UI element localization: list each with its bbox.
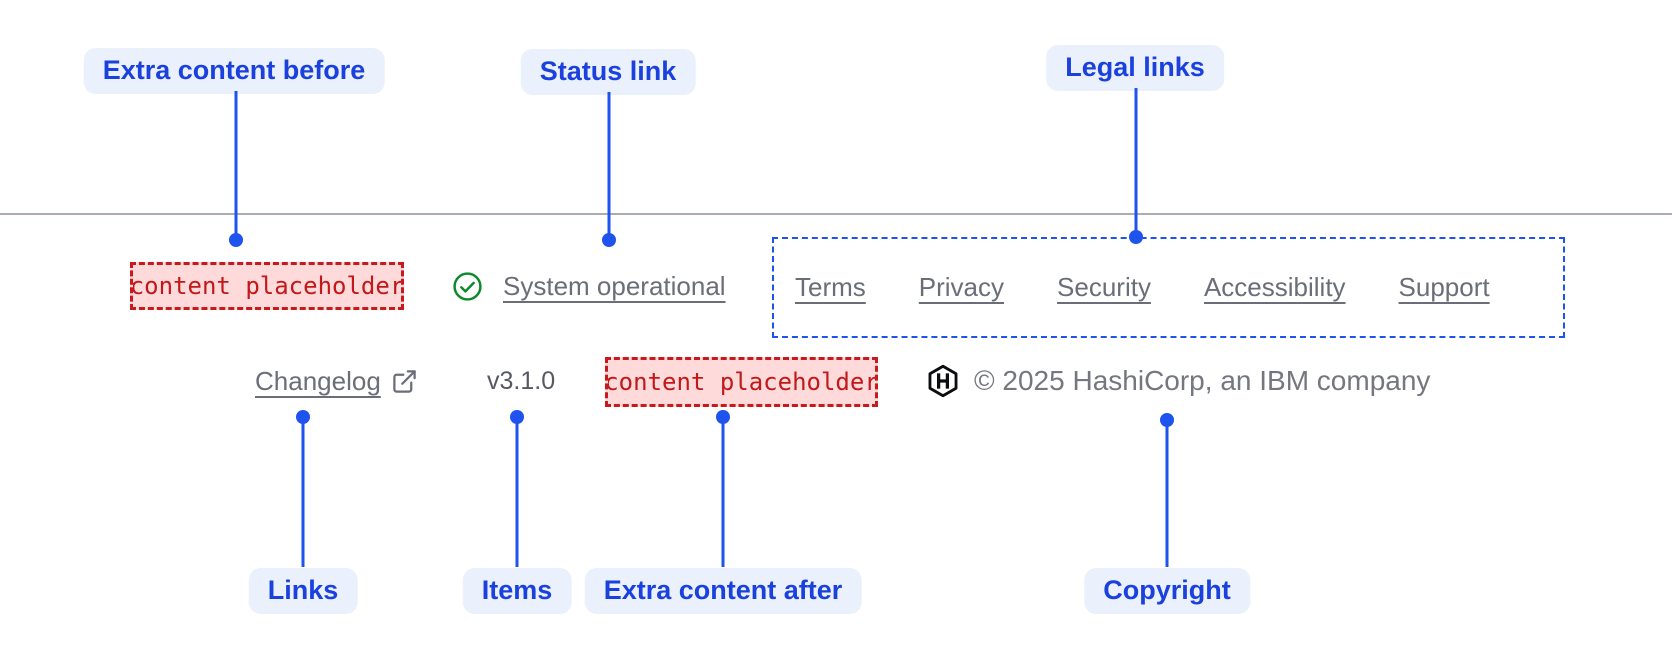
annotation-connector-extra-content-after — [721, 417, 725, 567]
legal-link-terms[interactable]: Terms — [795, 272, 866, 302]
annotation-connector-status-link — [607, 92, 611, 239]
annotation-label-links: Links — [248, 568, 358, 614]
annotation-connector-copyright — [1165, 420, 1169, 567]
annotation-connector-extra-content-before — [234, 91, 238, 239]
changelog-link[interactable]: Changelog — [255, 357, 418, 405]
status-link-label: System operational — [503, 270, 726, 301]
extra-content-before-placeholder: content placeholder — [130, 262, 404, 310]
legal-links-region: Terms Privacy Security Accessibility Sup… — [772, 237, 1565, 338]
status-link[interactable]: System operational — [452, 262, 726, 310]
annotation-connector-items — [515, 417, 519, 567]
annotation-connector-legal-links — [1134, 88, 1138, 235]
annotation-dot-status-link — [602, 233, 616, 247]
footer-top-divider — [0, 213, 1672, 215]
annotation-label-status-link: Status link — [520, 49, 696, 95]
annotation-label-copyright: Copyright — [1084, 568, 1250, 614]
external-link-icon — [391, 368, 418, 395]
legal-link-support[interactable]: Support — [1398, 272, 1490, 302]
copyright-text: © 2025 HashiCorp, an IBM company — [974, 365, 1431, 396]
copyright-block: © 2025 HashiCorp, an IBM company — [926, 357, 1430, 405]
hashicorp-logo-icon — [926, 364, 960, 398]
annotation-connector-links — [301, 417, 305, 567]
annotation-label-extra-content-after: Extra content after — [584, 568, 862, 614]
extra-content-after-placeholder: content placeholder — [605, 357, 878, 407]
legal-link-accessibility[interactable]: Accessibility — [1203, 272, 1346, 302]
check-circle-icon — [452, 271, 483, 302]
legal-link-security[interactable]: Security — [1057, 272, 1151, 302]
annotation-label-items: Items — [462, 568, 572, 614]
annotation-label-legal-links: Legal links — [1046, 45, 1224, 91]
changelog-link-label: Changelog — [255, 365, 381, 396]
footer-item-version: v3.1.0 — [487, 357, 555, 405]
annotation-label-extra-content-before: Extra content before — [83, 48, 385, 94]
version-label: v3.1.0 — [487, 366, 556, 395]
annotation-dot-extra-content-before — [229, 233, 243, 247]
legal-link-privacy[interactable]: Privacy — [918, 272, 1005, 302]
